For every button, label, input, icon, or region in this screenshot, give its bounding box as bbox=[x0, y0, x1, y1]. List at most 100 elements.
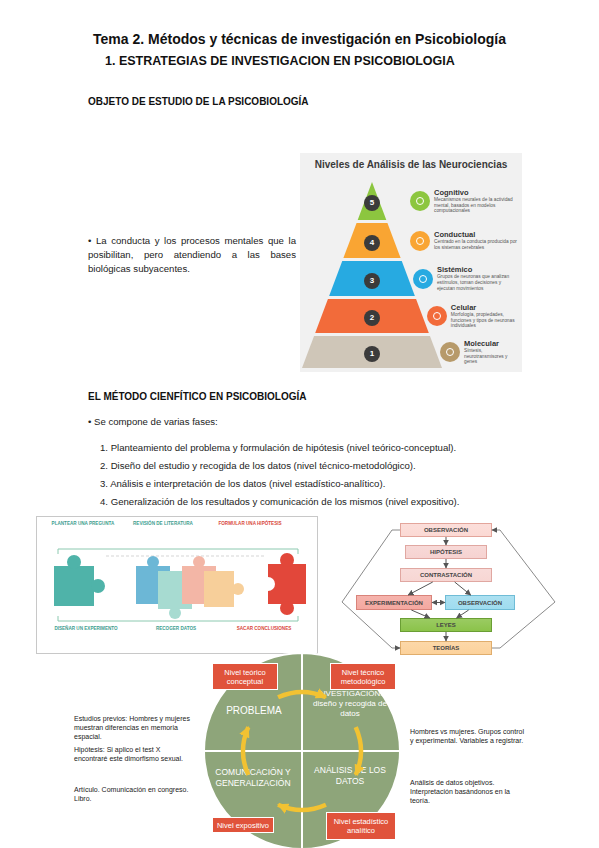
pyramid-level: 4 ConductualCentrado en la conducta produ… bbox=[300, 223, 522, 258]
bullet-text: • Se compone de varias fases: bbox=[88, 416, 388, 427]
box-label: EXPERIMENTACIÓN bbox=[365, 600, 423, 606]
level-icon-glyph bbox=[416, 237, 424, 245]
connector-arrow bbox=[342, 530, 400, 648]
level-heading: Conductual bbox=[434, 230, 520, 239]
cycle-arrow bbox=[356, 727, 361, 775]
level-number: 4 bbox=[364, 235, 380, 251]
quadrant-fill bbox=[204, 751, 302, 848]
connector-arrow bbox=[457, 610, 469, 618]
process-box: TEORÍAS bbox=[400, 641, 492, 655]
level-icon bbox=[410, 231, 430, 251]
box-label: HIPÓTESIS bbox=[430, 549, 462, 555]
pyramid-level: 1 MolecularSíntesis, neurotransmisores y … bbox=[300, 336, 522, 368]
box-label: TEORÍAS bbox=[433, 645, 460, 651]
process-box: EXPERIMENTACIÓN bbox=[356, 595, 432, 610]
level-heading: Sistémico bbox=[437, 265, 520, 274]
quadrant-text: COMUNICACIÓN Y GENERALIZACIÓN bbox=[210, 767, 296, 788]
connector-arrow bbox=[446, 559, 447, 568]
process-box: LEYES bbox=[400, 618, 492, 632]
level-icon-glyph bbox=[416, 197, 424, 205]
puzzle-label: REVISIÓN DE LITERATURA bbox=[130, 521, 196, 526]
level-icon bbox=[440, 342, 460, 362]
list-item: 2. Diseño del estudio y recogida de los … bbox=[100, 460, 580, 471]
list-item: 4. Generalización de los resultados y co… bbox=[100, 496, 580, 507]
subsection-heading: EL MÉTODO CIENFÍTICO EN PSICOBIOLOGÍA bbox=[88, 391, 508, 402]
side-note: Hombres vs mujeres. Grupos control y exp… bbox=[410, 727, 528, 745]
puzzle-label: PLANTEAR UNA PREGUNTA bbox=[50, 521, 116, 526]
box-label: OBSERVACIÓN bbox=[458, 600, 502, 606]
process-box: HIPÓTESIS bbox=[405, 545, 487, 559]
level-description: Morfología, propiedades, funciones y tip… bbox=[451, 312, 520, 329]
level-icon-glyph bbox=[446, 348, 454, 356]
connector-arrow bbox=[446, 537, 447, 545]
side-note: Artículo. Comunicación en congreso. Libr… bbox=[74, 785, 194, 803]
level-description: Grupos de neuronas que analizan estímulo… bbox=[437, 274, 520, 291]
quadrant-label: PROBLEMA bbox=[210, 705, 298, 717]
quadrant-label: COMUNICACIÓN Y GENERALIZACIÓN bbox=[210, 767, 296, 788]
quadrant-text: ANÁLISIS DE LOS DATOS bbox=[314, 765, 386, 786]
level-description: Mecanismos neurales de la actividad ment… bbox=[434, 197, 520, 214]
quadrant-label: ANÁLISIS DE LOS DATOS bbox=[314, 765, 386, 786]
level-icon-glyph bbox=[419, 275, 427, 283]
tag-label: Nivel expositivo bbox=[217, 821, 269, 830]
puzzle-label: SACAR CONCLUSIONES bbox=[228, 626, 300, 631]
cycle-arrow bbox=[243, 727, 248, 775]
level-label: SistémicoGrupos de neuronas que analizan… bbox=[437, 261, 520, 296]
pyramid-band bbox=[329, 261, 415, 296]
puzzle-illustration bbox=[36, 516, 318, 654]
puzzle-label: RECOGER DATOS bbox=[140, 626, 212, 631]
pyramid-band bbox=[315, 299, 429, 333]
list-item: 1. Planteamiento del problema y formulac… bbox=[100, 442, 580, 453]
figure-title: Niveles de Análisis de las Neurociencias bbox=[302, 159, 520, 170]
box-label: CONTRASTACIÓN bbox=[420, 572, 472, 578]
level-description: Centrado en la conducta producida por lo… bbox=[434, 239, 520, 251]
level-tag: Nivel técnico metodológico bbox=[330, 663, 396, 690]
level-heading: Molecular bbox=[464, 339, 520, 348]
level-label: ConductualCentrado en la conducta produc… bbox=[434, 223, 520, 258]
level-heading: Cognitivo bbox=[434, 188, 520, 197]
process-box: CONTRASTACIÓN bbox=[400, 568, 492, 582]
pyramid-band bbox=[358, 182, 387, 220]
level-tag: Nivel estadístico analítico bbox=[326, 812, 396, 840]
subsection-heading: OBJETO DE ESTUDIO DE LA PSICOBIOLOGÍA bbox=[88, 96, 508, 107]
pyramid-band bbox=[343, 223, 400, 258]
pyramid-level: 2CelularMorfología, propiedades, funcion… bbox=[300, 299, 522, 333]
level-label: MolecularSíntesis, neurotransmisores y g… bbox=[464, 336, 520, 368]
quadrant-fill bbox=[302, 653, 400, 751]
side-note: Análisis de datos objetivos. Interpretac… bbox=[410, 778, 528, 805]
connector-arrow bbox=[455, 582, 471, 595]
tag-label: Nivel estadístico analítico bbox=[327, 817, 395, 835]
level-label: CelularMorfología, propiedades, funcione… bbox=[451, 299, 520, 333]
side-note: Estudios previos: Hombres y mujeres mues… bbox=[74, 714, 194, 741]
level-heading: Celular bbox=[451, 303, 520, 312]
circle-quadrant: COMUNICACIÓN Y GENERALIZACIÓN bbox=[204, 751, 302, 848]
connector-arrow bbox=[432, 602, 445, 603]
side-note: Hipótesis: Si aplico el test X encontrar… bbox=[74, 745, 194, 763]
pyramid-level: 3 SistémicoGrupos de neuronas que analiza… bbox=[300, 261, 522, 296]
level-icon bbox=[427, 306, 447, 326]
level-tag: Nivel expositivo bbox=[212, 817, 274, 833]
quadrant-text: PROBLEMA bbox=[210, 705, 298, 717]
connector-arrow bbox=[492, 530, 555, 648]
pyramid-level: 5CognitivoMecanismos neurales de la acti… bbox=[300, 182, 522, 220]
connector-arrow bbox=[411, 610, 429, 618]
cycle-arrow bbox=[278, 805, 326, 810]
level-number: 1 bbox=[364, 346, 380, 362]
puzzle-label: DISEÑAR UN EXPERIMENTO bbox=[50, 626, 122, 631]
level-description: Síntesis, neurotransmisores y genes bbox=[464, 348, 520, 365]
bullet-text: • La conducta y los procesos mentales qu… bbox=[88, 234, 296, 276]
quadrant-shape bbox=[204, 751, 302, 848]
tag-label: Nivel técnico metodológico bbox=[331, 668, 395, 686]
list-item: 3. Análisis e interpretación de los dato… bbox=[100, 478, 580, 489]
level-icon bbox=[413, 269, 433, 289]
level-number: 3 bbox=[364, 273, 380, 289]
level-icon-glyph bbox=[433, 312, 441, 320]
section-heading: 1. ESTRATEGIAS DE INVESTIGACION EN PSICO… bbox=[105, 54, 565, 68]
connector-arrow bbox=[446, 632, 447, 641]
cycle-arrow bbox=[278, 692, 326, 697]
connector-arrow bbox=[408, 582, 433, 595]
process-box: OBSERVACIÓN bbox=[400, 523, 492, 537]
box-label: LEYES bbox=[436, 622, 456, 628]
process-box: OBSERVACIÓN bbox=[445, 595, 515, 610]
